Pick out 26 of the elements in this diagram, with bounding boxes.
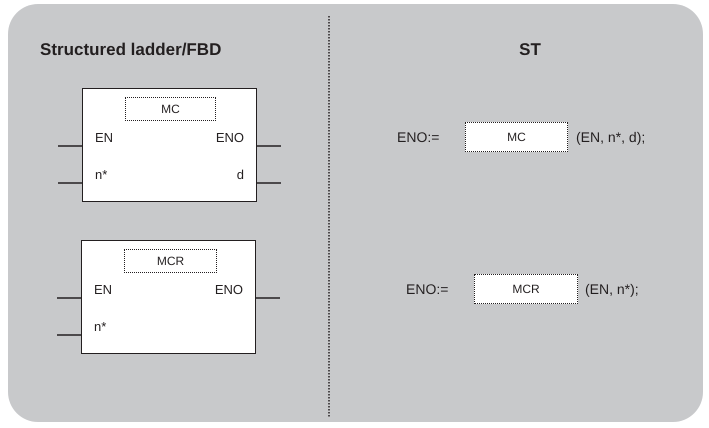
code-text: ENO:=: [397, 129, 440, 145]
connection-line: [57, 297, 81, 299]
instruction-name-box: MCR: [474, 274, 578, 304]
pin-label: EN: [95, 130, 114, 145]
pin-label: n*: [95, 167, 108, 182]
code-text: ENO:=: [406, 281, 448, 297]
instruction-name-box: MCR: [124, 249, 217, 273]
instruction-name-box: MC: [465, 122, 568, 152]
pin-label: EN: [94, 282, 112, 297]
pin-label: d: [236, 167, 244, 182]
pin-label: n*: [94, 319, 106, 334]
section-heading: Structured ladder/FBD: [40, 40, 222, 60]
connection-line: [57, 334, 81, 336]
pin-label: ENO: [214, 282, 243, 297]
code-text: (EN, n*);: [585, 281, 639, 297]
code-text: (EN, n*, d);: [576, 129, 646, 145]
connection-line: [257, 145, 281, 147]
connection-line: [256, 297, 280, 299]
function-block: [81, 240, 256, 354]
instruction-name-box: MC: [125, 97, 216, 121]
connection-line: [257, 182, 281, 184]
function-block: [82, 88, 257, 202]
connection-line: [58, 182, 82, 184]
section-heading: ST: [519, 40, 541, 60]
pin-label: ENO: [216, 130, 244, 145]
connection-line: [58, 145, 82, 147]
